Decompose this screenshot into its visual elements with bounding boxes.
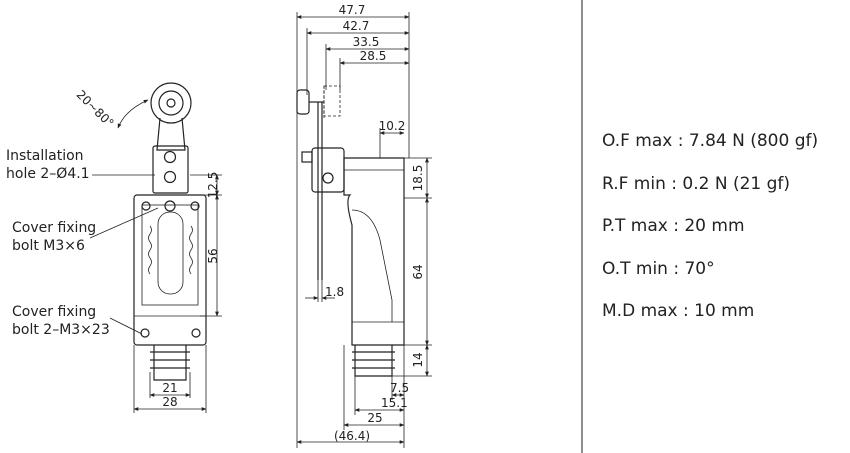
dim-14: 14 — [411, 352, 425, 367]
dim-42-7: 42.7 — [343, 19, 370, 33]
roller-outer — [150, 82, 192, 124]
cable-gland — [150, 345, 190, 381]
dim-21: 21 — [162, 381, 177, 395]
body-cover — [141, 204, 199, 306]
side-head — [311, 147, 345, 193]
dim-15-1: 15.1 — [381, 396, 408, 410]
cover-slot — [157, 211, 184, 295]
spec-panel: O.F max : 7.84 N (800 gf) R.F min : 0.2 … — [602, 128, 847, 341]
roller-inner — [158, 90, 184, 116]
lever-arm — [156, 117, 186, 151]
side-view: 47.7 42.7 33.5 28.5 10.2 18.5 64 14 1.8 … — [296, 3, 432, 448]
dim-28-5: 28.5 — [360, 49, 387, 63]
cover-bolt-double-label-1: Cover fixing — [12, 304, 96, 320]
angle-label: 20~80° — [74, 87, 117, 130]
side-body — [343, 157, 405, 346]
spec-movement-differential: M.D max : 10 mm — [602, 301, 755, 321]
roller-hub — [166, 98, 176, 108]
actuator-screw-top — [163, 150, 177, 164]
cover-bolt-single-label-1: Cover fixing — [12, 220, 96, 236]
dim-56: 56 — [206, 248, 220, 263]
dim-10-2: 10.2 — [379, 119, 406, 133]
front-view: 20~80° Installation hole 2–Ø4.1 Cover fi… — [6, 82, 222, 413]
spec-pretravel: P.T max : 20 mm — [602, 216, 745, 236]
dim-1-8: 1.8 — [325, 285, 344, 299]
spec-release-force: R.F min : 0.2 N (21 gf) — [602, 173, 791, 194]
cover-bolt-double-label-2: bolt 2–M3×23 — [12, 322, 110, 338]
spec-operating-force: O.F max : 7.84 N (800 gf) — [602, 131, 819, 151]
actuator-screw-bottom — [163, 170, 177, 184]
installation-hole-label-2: hole 2–Ø4.1 — [6, 166, 90, 182]
cover-bolt-center — [164, 200, 176, 212]
cover-bolt-single-label-2: bolt M3×6 — [12, 238, 85, 254]
dim-12-5: 12.5 — [206, 172, 220, 199]
dim-47-7: 47.7 — [339, 3, 366, 17]
spec-overtravel: O.T min : 70° — [602, 258, 715, 279]
cover-bolt-top-left — [141, 201, 151, 211]
cover-bolt-bottom-right — [191, 328, 201, 338]
side-cable-gland — [352, 345, 395, 377]
dim-7-5: 7.5 — [390, 381, 409, 395]
switch-body — [133, 194, 207, 346]
cover-bolt-top-right — [190, 201, 200, 211]
actuator-head — [152, 145, 189, 194]
installation-hole-label-1: Installation — [6, 148, 84, 164]
dim-28: 28 — [162, 395, 177, 409]
dim-25: 25 — [367, 411, 382, 425]
cover-serration — [148, 225, 193, 275]
dim-46-4: (46.4) — [334, 429, 370, 443]
dim-18-5: 18.5 — [411, 165, 425, 192]
dim-64: 64 — [411, 264, 425, 279]
cover-bolt-bottom-left — [140, 328, 150, 338]
dim-33-5: 33.5 — [353, 35, 380, 49]
